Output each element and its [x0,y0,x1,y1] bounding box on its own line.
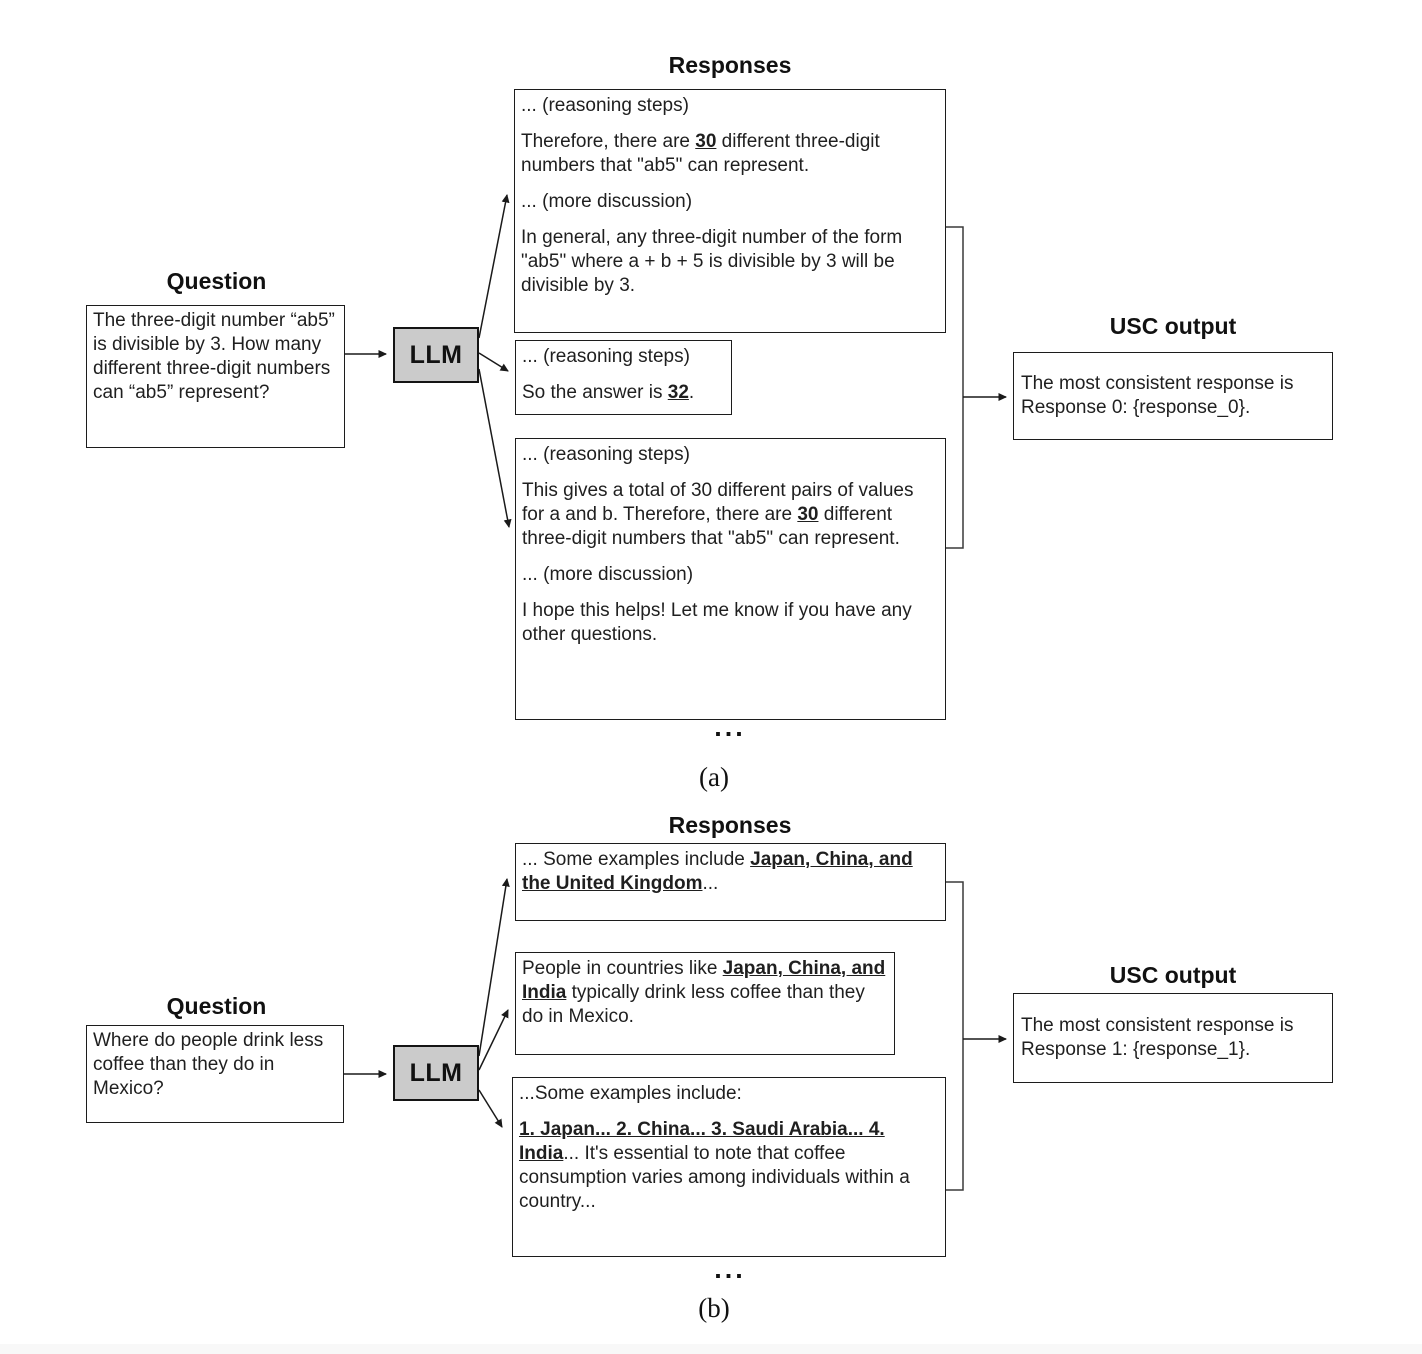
question-title-b: Question [166,993,267,1019]
usc-output-title-a: USC output [1109,313,1237,339]
usc-output-box-b: The most consistent response is Response… [1013,993,1333,1083]
responses-title-a: Responses [668,52,792,78]
question-box-a: The three-digit number “ab5” is divisibl… [86,305,345,448]
response-paragraph: ... (reasoning steps) [521,95,689,116]
response-paragraph: 1. Japan... 2. China... 3. Saudi Arabia.… [519,1119,910,1212]
response-paragraph: ...Some examples include: [519,1083,742,1104]
response-paragraph: ... (reasoning steps) [522,444,690,465]
response-box-a3: ... (reasoning steps) This gives a total … [515,438,946,720]
subfigure-caption-b: (b) [698,1293,730,1323]
response-paragraph: So the answer is 32. [522,382,695,403]
more-responses-ellipsis-a: ... [714,712,746,742]
page-edge-strip [0,1344,1422,1354]
llm-box-b: LLM [393,1045,479,1101]
subfigure-caption-a: (a) [699,762,729,792]
response-paragraph: This gives a total of 30 different pairs… [522,480,914,549]
usc-output-box-a: The most consistent response is Response… [1013,352,1333,440]
response-paragraph: People in countries like Japan, China, a… [522,958,886,1027]
response-box-b2: People in countries like Japan, China, a… [515,952,895,1055]
responses-title-b: Responses [668,812,792,838]
response-paragraph: Therefore, there are 30 different three-… [521,131,880,176]
question-box-b: Where do people drink less coffee than t… [86,1025,344,1123]
response-box-b1: ... Some examples include Japan, China, … [515,843,946,921]
more-responses-ellipsis-b: ... [714,1254,746,1284]
response-box-a2: ... (reasoning steps) So the answer is 32… [515,340,732,415]
response-paragraph: In general, any three-digit number of th… [521,227,903,296]
usc-output-title-b: USC output [1109,962,1237,988]
response-box-a1: ... (reasoning steps) Therefore, there ar… [514,89,946,333]
response-paragraph: ... Some examples include Japan, China, … [522,849,913,894]
question-title-a: Question [166,268,267,294]
llm-box-a: LLM [393,327,479,383]
response-paragraph: ... (more discussion) [522,564,694,585]
response-paragraph: ... (more discussion) [521,191,693,212]
response-paragraph: ... (reasoning steps) [522,346,690,367]
response-paragraph: I hope this helps! Let me know if you ha… [522,600,912,645]
response-box-b3: ...Some examples include: 1. Japan... 2. … [512,1077,946,1257]
